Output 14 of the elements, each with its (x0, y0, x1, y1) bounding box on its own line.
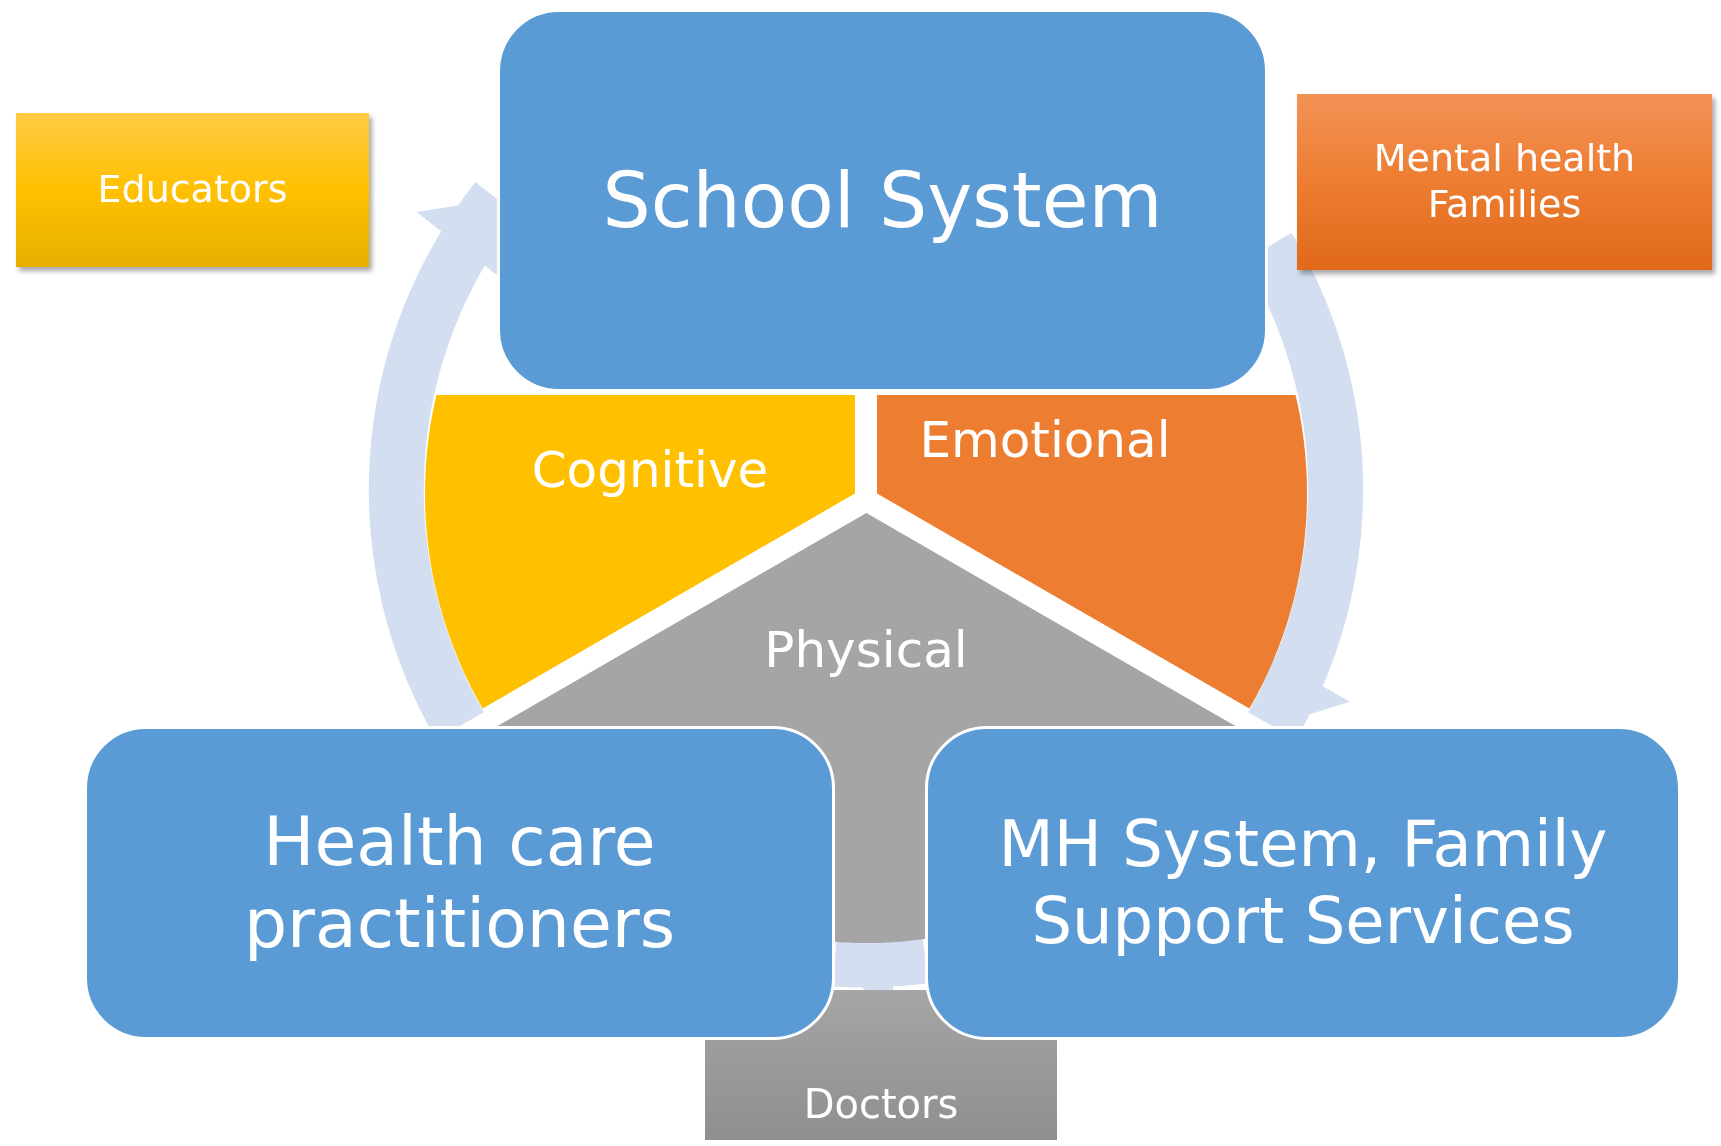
label-box (16, 113, 369, 267)
segment-label: Cognitive (531, 440, 769, 500)
rounded-box (925, 726, 1681, 1040)
box-label: Doctors (803, 1080, 959, 1128)
rounded-box (497, 9, 1268, 392)
box-label: MH System, Family Support Services (997, 806, 1609, 960)
box-label: Educators (97, 167, 288, 213)
box-label: School System (602, 154, 1163, 247)
segment-label: Emotional (919, 410, 1171, 470)
box-label: Mental health Families (1372, 136, 1637, 228)
segment-label: Physical (764, 620, 968, 680)
label-box (1297, 94, 1712, 270)
box-label: Health care practitioners (242, 801, 677, 965)
rounded-box (84, 726, 835, 1040)
